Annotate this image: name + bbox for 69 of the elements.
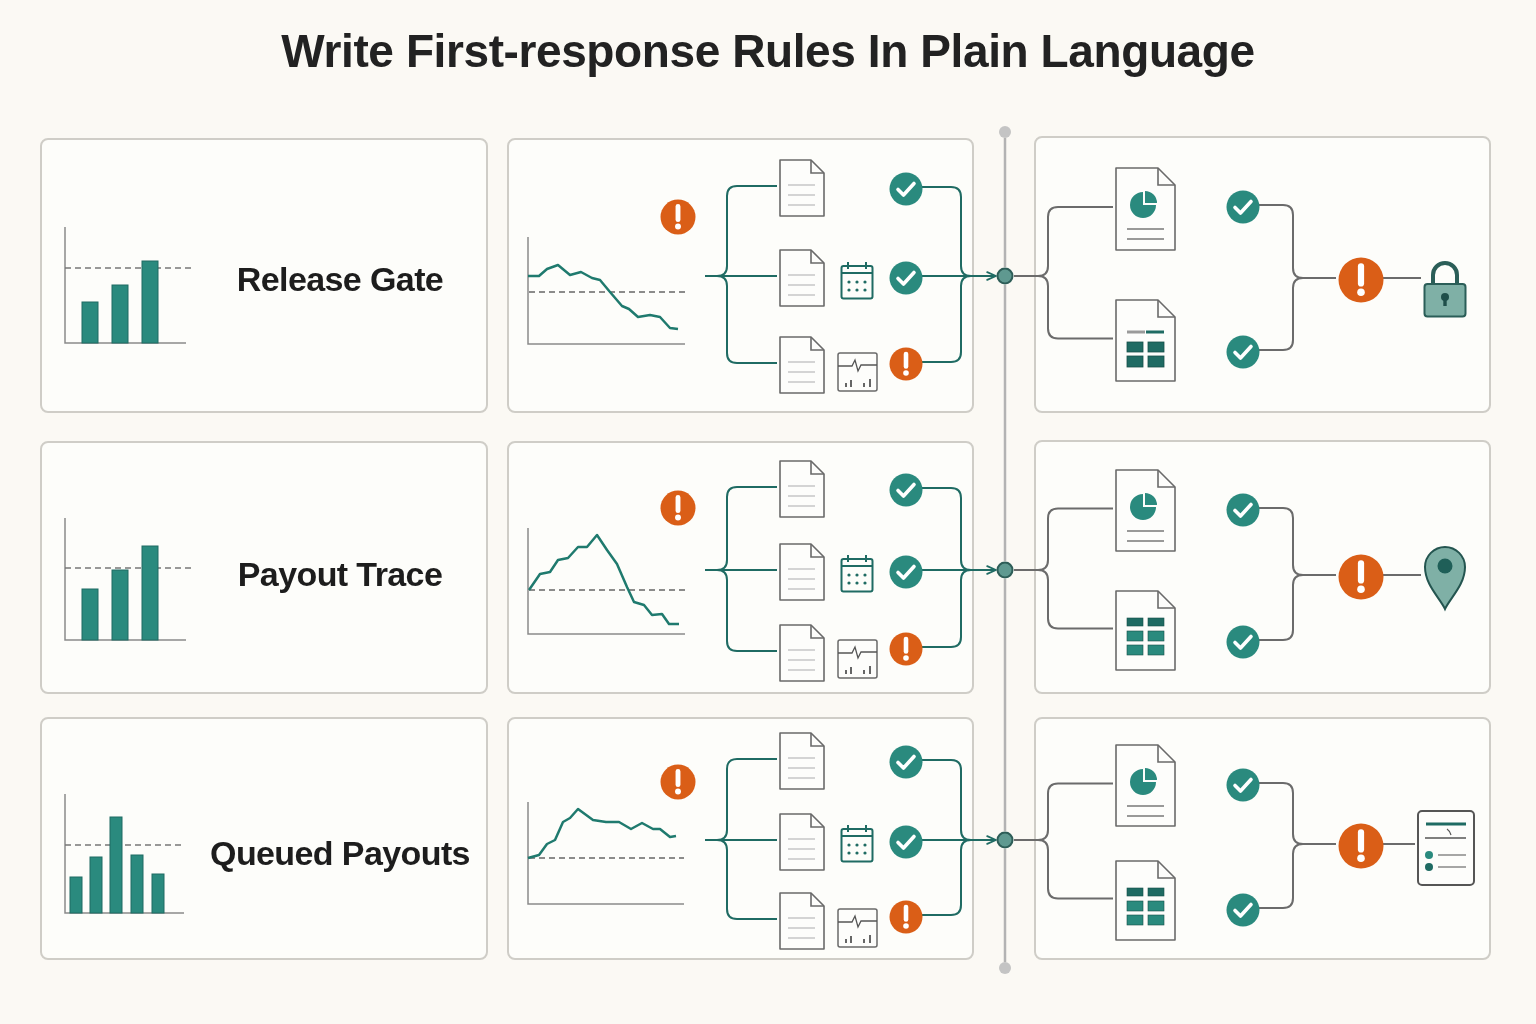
- row-title: Release Gate: [236, 260, 444, 300]
- connector-line: [1257, 574, 1337, 641]
- panel-card: [1034, 440, 1491, 694]
- table-document-icon: [1115, 299, 1176, 382]
- connector-line: [704, 569, 778, 652]
- panel-card: [507, 441, 974, 694]
- row-title: Payout Trace: [237, 555, 443, 595]
- document-icon: [779, 336, 825, 394]
- alert-icon: [889, 632, 923, 666]
- check-icon: [1226, 190, 1260, 224]
- panel-card: [40, 441, 488, 694]
- connector-line: [704, 275, 778, 364]
- pie-chart-document-icon: [1115, 469, 1176, 552]
- panel-card: [507, 138, 974, 413]
- check-icon: [1226, 625, 1260, 659]
- row-title: Queued Payouts: [210, 834, 470, 874]
- alert-icon: [889, 900, 923, 934]
- timeline-dot: [996, 267, 1014, 285]
- check-icon: [889, 555, 923, 589]
- panel-card: [40, 717, 488, 960]
- pie-chart-document-icon: [1115, 167, 1176, 251]
- panel-card: [40, 138, 488, 413]
- check-icon: [889, 745, 923, 779]
- alert-icon: [1338, 823, 1384, 869]
- timeline-line: [1003, 285, 1007, 561]
- document-icon: [779, 624, 825, 682]
- pie-chart-document-icon: [1115, 744, 1176, 827]
- document-icon: [779, 460, 825, 518]
- table-document-icon: [1115, 590, 1176, 671]
- page-title: Write First-response Rules In Plain Language: [281, 25, 1255, 78]
- alert-icon: [889, 347, 923, 381]
- timeline-end-dot: [999, 962, 1011, 974]
- alert-icon: [1338, 554, 1384, 600]
- document-icon: [779, 159, 825, 217]
- check-icon: [889, 825, 923, 859]
- connector-line: [1257, 843, 1337, 909]
- check-icon: [889, 172, 923, 206]
- timeline-dot: [996, 831, 1014, 849]
- map-pin-icon: [1423, 545, 1467, 611]
- connector-line: [1381, 277, 1422, 279]
- arrow: [920, 835, 997, 845]
- connector-line: [1381, 574, 1422, 576]
- connector-line: [1381, 843, 1416, 845]
- document-icon: [779, 543, 825, 601]
- arrow: [920, 271, 997, 281]
- check-icon: [1226, 893, 1260, 927]
- document-icon: [779, 249, 825, 307]
- document-icon: [779, 892, 825, 950]
- panel-card: [1034, 717, 1491, 960]
- panel-card: [1034, 136, 1491, 413]
- table-document-icon: [1115, 860, 1176, 941]
- check-icon: [889, 473, 923, 507]
- panel-card: [507, 717, 974, 960]
- document-icon: [779, 732, 825, 790]
- timeline-dot: [996, 561, 1014, 579]
- check-icon: [1226, 493, 1260, 527]
- timeline-line: [1003, 579, 1007, 831]
- checklist-icon: [1417, 810, 1475, 886]
- timeline-line: [1003, 849, 1007, 962]
- connector-line: [1257, 277, 1337, 351]
- arrow: [920, 565, 997, 575]
- timeline-line: [1003, 138, 1007, 267]
- check-icon: [1226, 768, 1260, 802]
- check-icon: [1226, 335, 1260, 369]
- alert-icon: [1338, 257, 1384, 303]
- check-icon: [889, 261, 923, 295]
- connector-line: [704, 839, 778, 920]
- document-icon: [779, 813, 825, 871]
- timeline-end-dot: [999, 126, 1011, 138]
